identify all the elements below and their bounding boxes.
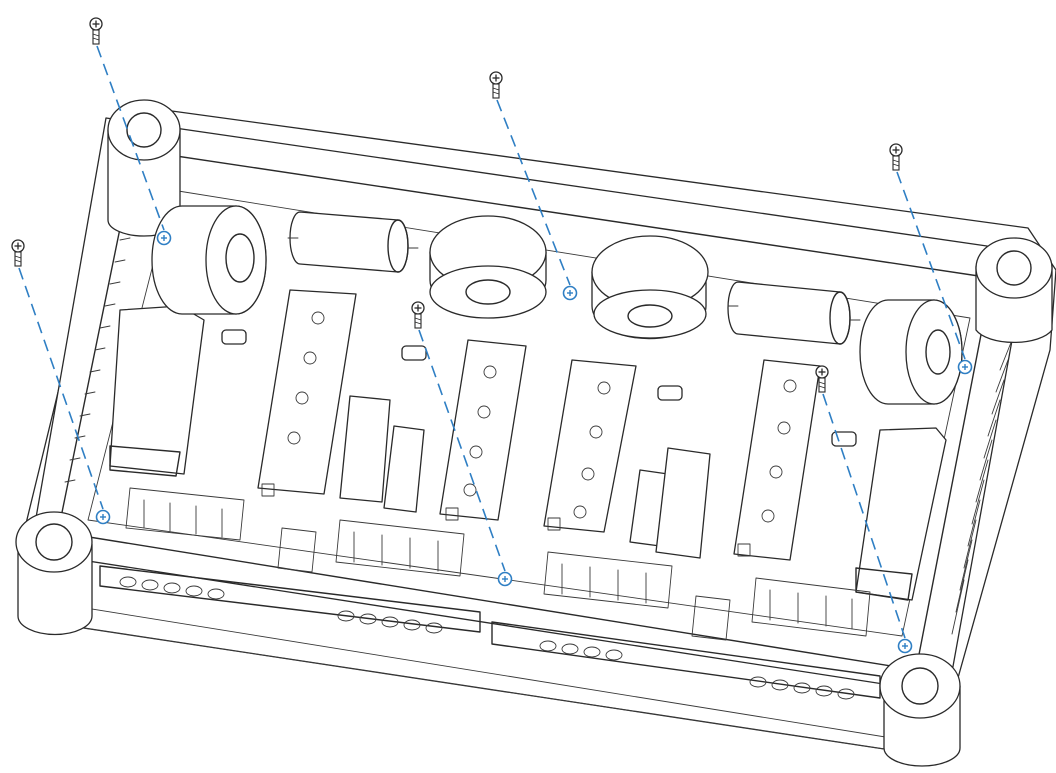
guide-line <box>96 45 165 231</box>
relay-boxes <box>339 395 711 559</box>
screw-hole-markers <box>95 230 973 654</box>
terminal-block-1 <box>257 289 357 497</box>
screw-icon <box>815 365 829 393</box>
screw-icon <box>489 71 503 99</box>
left-vent-slots <box>64 237 131 483</box>
front-panel <box>99 565 881 700</box>
screw-guide-lines <box>18 45 966 639</box>
guide-line <box>418 329 506 572</box>
guide-line <box>18 267 104 510</box>
corner-post-front-left <box>15 511 93 636</box>
coil-center-right <box>591 235 709 340</box>
coil-center-left <box>429 215 547 319</box>
screw-hole-marker <box>497 571 513 587</box>
screws <box>11 17 903 393</box>
right-vent-slots <box>951 339 1013 635</box>
screw-hole-marker <box>95 509 111 525</box>
corner-post-front-right <box>879 653 961 767</box>
corner-post-back-right <box>975 237 1053 344</box>
capacitor-right <box>727 281 861 345</box>
capacitor-left <box>287 211 419 273</box>
guide-line <box>822 393 906 639</box>
corner-post-back-left <box>107 99 181 237</box>
terminal-block-4 <box>733 359 821 561</box>
screw-hole-marker <box>156 230 172 246</box>
terminal-block-2 <box>439 339 527 521</box>
guide-line <box>896 171 966 360</box>
connector-rows <box>125 487 871 641</box>
coil-right <box>859 299 963 405</box>
screw-hole-marker <box>897 638 913 654</box>
guide-line <box>496 99 571 286</box>
screw-icon <box>11 239 25 267</box>
screw-icon <box>889 143 903 171</box>
terminal-block-3 <box>543 359 637 533</box>
screw-icon <box>411 301 425 329</box>
screw-icon <box>89 17 103 45</box>
screw-hole-marker <box>957 359 973 375</box>
screw-hole-marker <box>562 285 578 301</box>
port-jacks <box>221 329 857 447</box>
coil-left <box>151 205 267 315</box>
